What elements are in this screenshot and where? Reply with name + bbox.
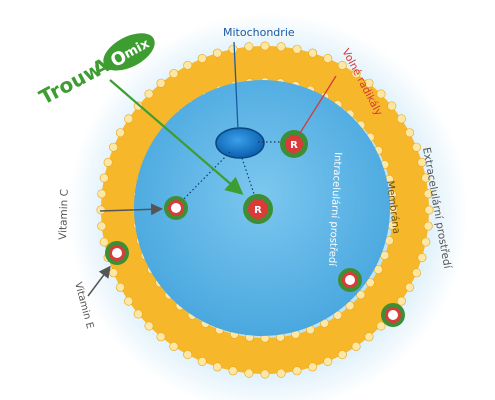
lipid-head bbox=[197, 53, 207, 63]
lipid-head bbox=[351, 341, 361, 351]
lipid-head bbox=[421, 237, 431, 247]
mitochondria-icon bbox=[215, 127, 265, 159]
lipid-head bbox=[423, 189, 433, 199]
label-vitamin-c: Vitamin C bbox=[57, 189, 71, 240]
lipid-head bbox=[183, 60, 193, 70]
lipid-head bbox=[97, 221, 107, 231]
lipid-head bbox=[365, 278, 375, 288]
trouw-arrow bbox=[109, 79, 244, 195]
vitamin-c-arrow bbox=[99, 203, 163, 216]
lipid-head bbox=[124, 296, 134, 306]
lipid-head bbox=[97, 189, 107, 199]
lipid-head bbox=[115, 282, 125, 292]
lipid-head bbox=[411, 268, 421, 278]
lipid-head bbox=[115, 128, 125, 138]
lipid-head bbox=[260, 369, 270, 379]
lipid-head bbox=[376, 321, 386, 331]
lipid-head bbox=[212, 362, 222, 372]
lipid-head bbox=[364, 332, 374, 342]
lipid-head bbox=[244, 368, 254, 378]
vitamin-e-arrow bbox=[87, 265, 111, 297]
lipid-head bbox=[228, 366, 238, 376]
lipid-head bbox=[99, 173, 109, 183]
lipid-head bbox=[423, 221, 433, 231]
lipid-head bbox=[396, 114, 406, 124]
lipid-head bbox=[144, 321, 154, 331]
lipid-head bbox=[292, 366, 302, 376]
radical-r-top: R bbox=[280, 130, 308, 158]
lipid-head bbox=[323, 53, 333, 63]
lipid-head bbox=[144, 89, 154, 99]
lipid-head bbox=[323, 356, 333, 366]
lipid-head bbox=[103, 157, 113, 167]
lipid-head bbox=[292, 44, 302, 54]
neutralized-radical-membrane-right bbox=[338, 268, 362, 292]
lipid-head bbox=[345, 301, 355, 311]
lipid-head bbox=[260, 41, 270, 51]
lipid-head bbox=[396, 296, 406, 306]
lipid-head bbox=[351, 69, 361, 79]
lipid-head bbox=[109, 268, 119, 278]
dotted-connectors bbox=[177, 141, 286, 206]
lipid-head bbox=[337, 60, 347, 70]
svg-text:R: R bbox=[290, 140, 298, 151]
lipid-head bbox=[405, 128, 415, 138]
brand-badge bbox=[103, 33, 155, 71]
lipid-head bbox=[308, 48, 318, 58]
lipid-head bbox=[421, 173, 431, 183]
lipid-head bbox=[99, 237, 109, 247]
mitochondrie-pointer bbox=[233, 41, 239, 131]
neutralized-radical-membrane-left bbox=[105, 241, 129, 265]
lipid-head bbox=[244, 42, 254, 52]
lipid-head bbox=[424, 205, 434, 215]
lipid-head bbox=[228, 44, 238, 54]
lipid-head bbox=[405, 282, 415, 292]
lipid-head bbox=[308, 362, 318, 372]
lipid-head bbox=[364, 78, 374, 88]
label-mitochondrie: Mitochondrie bbox=[223, 26, 295, 39]
lipid-head bbox=[212, 48, 222, 58]
lipid-head bbox=[183, 350, 193, 360]
lipid-head bbox=[156, 332, 166, 342]
lipid-head bbox=[124, 114, 134, 124]
radical-r-center: R bbox=[243, 194, 273, 224]
volne-radikaly-pointer bbox=[299, 75, 337, 134]
lipid-head bbox=[169, 69, 179, 79]
lipid-head bbox=[356, 290, 366, 300]
lipid-head bbox=[417, 157, 427, 167]
svg-text:R: R bbox=[254, 205, 262, 216]
lipid-head bbox=[156, 78, 166, 88]
neutralized-radical-left bbox=[164, 196, 188, 220]
radical-markers: R R bbox=[105, 130, 405, 327]
lipid-head bbox=[197, 356, 207, 366]
lipid-head bbox=[133, 309, 143, 319]
lipid-head bbox=[337, 350, 347, 360]
lipid-head bbox=[387, 101, 397, 111]
lipid-head bbox=[96, 205, 106, 215]
lipid-head bbox=[276, 42, 286, 52]
lipid-head bbox=[417, 253, 427, 263]
lipid-head bbox=[109, 142, 119, 152]
lipid-head bbox=[376, 89, 386, 99]
lipid-head bbox=[276, 368, 286, 378]
lipid-head bbox=[411, 142, 421, 152]
neutralized-radical-outside bbox=[381, 303, 405, 327]
lipid-head bbox=[169, 341, 179, 351]
